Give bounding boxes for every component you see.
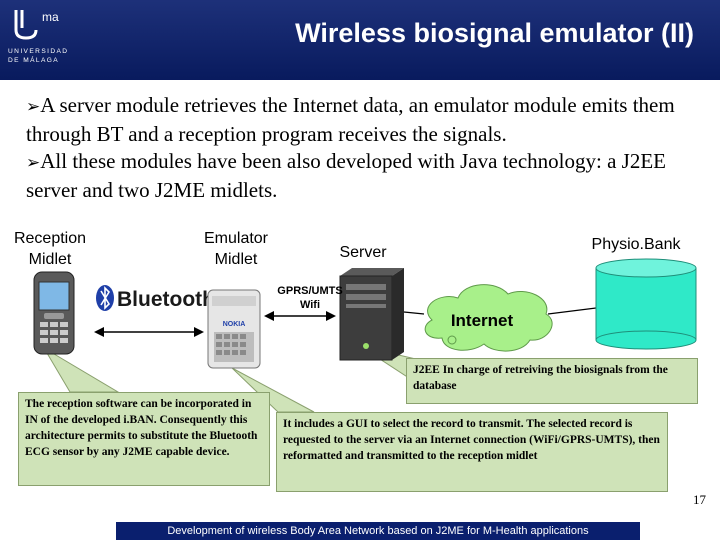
server-tower-icon: [339, 268, 404, 361]
reception-callout-pointer: [43, 347, 120, 393]
bluetooth-logo-icon: Bluetooth: [96, 285, 215, 311]
database-cylinder-icon: [595, 258, 697, 350]
bullet-item: ➢All these modules have been also develo…: [26, 148, 716, 204]
reception-phone-icon: [33, 271, 75, 355]
gprs-link-arrow: [264, 311, 336, 321]
server-label: Server: [339, 244, 387, 261]
gprs-label-line-1: GPRS/UMTS: [277, 285, 343, 297]
reception-label-line-2: Midlet: [28, 251, 72, 268]
reception-callout: The reception software can be incorporat…: [18, 392, 270, 486]
bluetooth-wordmark: Bluetooth: [117, 288, 215, 311]
header-bar: ma UNIVERSIDAD DE MÁLAGA Wireless biosig…: [0, 0, 720, 80]
emulator-label-line-2: Midlet: [214, 251, 258, 268]
bluetooth-link-arrow: [94, 327, 204, 337]
logo-superscript: ma: [42, 10, 59, 24]
university-logo: ma UNIVERSIDAD DE MÁLAGA: [4, 4, 72, 72]
bullet-text: A server module retrieves the Internet d…: [26, 93, 675, 146]
reception-label-line-1: Reception: [13, 230, 87, 247]
emulator-callout: It includes a GUI to select the record t…: [276, 412, 668, 492]
page-number: 17: [693, 492, 706, 507]
bullet-item: ➢A server module retrieves the Internet …: [26, 92, 716, 148]
logo-text-line-2: DE MÁLAGA: [8, 57, 60, 64]
internet-cloud-icon: Internet: [424, 284, 553, 352]
emulator-phone-icon: NOKIA: [207, 289, 261, 369]
internet-label: Internet: [451, 311, 514, 330]
slide-title: Wireless biosignal emulator (II): [295, 18, 694, 48]
server-callout: J2EE In charge of retreiving the biosign…: [406, 358, 698, 404]
header-shade: [0, 0, 720, 80]
cloud-database-line: [547, 307, 597, 315]
gprs-wifi-label: GPRS/UMTS Wifi: [272, 284, 348, 312]
gprs-label-line-2: Wifi: [299, 299, 321, 311]
logo-mark-icon: [14, 10, 38, 40]
emulator-label-line-1: Emulator: [203, 230, 269, 247]
physiobank-label: Physio.Bank: [591, 236, 681, 253]
arrow-bullet-icon: ➢: [26, 153, 41, 173]
arrow-bullet-icon: ➢: [26, 97, 41, 117]
reception-midlet-label: Reception Midlet: [2, 228, 98, 270]
emulator-midlet-label: Emulator Midlet: [188, 228, 284, 270]
phone-brand-label: NOKIA: [223, 321, 246, 328]
bullet-text: All these modules have been also develop…: [26, 149, 666, 202]
footer-bar: Development of wireless Body Area Networ…: [116, 522, 640, 540]
bullet-list: ➢A server module retrieves the Internet …: [26, 92, 716, 204]
logo-text-line-1: UNIVERSIDAD: [8, 48, 69, 55]
server-cloud-line: [403, 311, 425, 315]
